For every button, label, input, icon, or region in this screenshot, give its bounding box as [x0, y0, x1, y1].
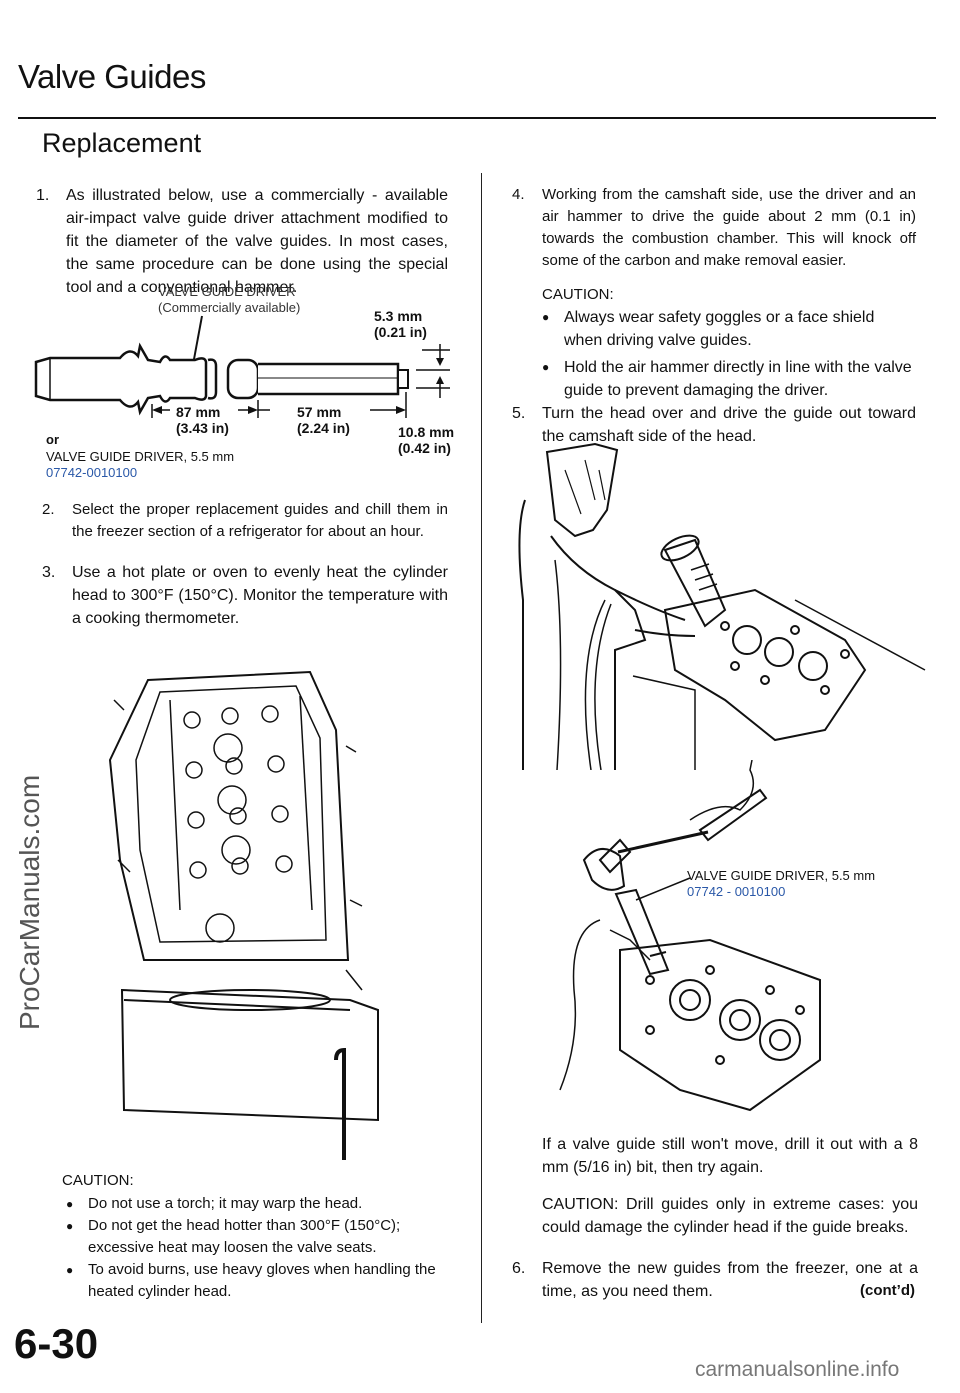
dim-57mm-value: 57 mm [297, 404, 342, 420]
driver-label-line2: (Commercially available) [158, 300, 301, 315]
dim-57mm-inch: (2.24 in) [297, 420, 350, 436]
step-2: 2. Select the proper replacement guides … [42, 499, 448, 543]
step-5-number: 5. [512, 405, 526, 422]
watermark-procarmanuals: ProCarManuals.com [14, 774, 45, 1030]
step-4-text: Working from the camshaft side, use the … [542, 186, 916, 269]
step-3-text: Use a hot plate or oven to evenly heat t… [72, 564, 448, 627]
dim-10-8mm-inch: (0.42 in) [398, 440, 451, 456]
right-caution-item: Hold the air hammer directly in line wit… [538, 356, 916, 402]
dim-10-8mm-value: 10.8 mm [398, 424, 455, 440]
driver-label: VALVE GUIDE DRIVER (Commercially availab… [158, 284, 300, 316]
title-rule [18, 117, 936, 119]
left-caution-list: Do not use a torch; it may warp the head… [62, 1193, 448, 1303]
dim-87mm: 87 mm (3.43 in) [176, 404, 229, 436]
step-4-number: 4. [512, 186, 525, 203]
right-caution-list: Always wear safety goggles or a face shi… [538, 306, 916, 402]
hammer-and-driver-illustration [559, 760, 821, 1112]
continued-label: (cont’d) [860, 1282, 915, 1299]
step-3-number: 3. [42, 564, 56, 581]
left-caution-title: CAUTION: [62, 1172, 134, 1189]
step-4: 4. Working from the camshaft side, use t… [512, 184, 916, 272]
step-5: 5. Turn the head over and drive the guid… [512, 402, 916, 448]
dim-87mm-value: 87 mm [176, 404, 221, 420]
drill-caution: CAUTION: Drill guides only in extreme ca… [542, 1196, 918, 1236]
step-1-text: As illustrated below, use a commercially… [66, 187, 448, 296]
step-6-number: 6. [512, 1260, 526, 1277]
dim-10-8mm: 10.8 mm (0.42 in) [398, 424, 454, 456]
step-3: 3. Use a hot plate or oven to evenly hea… [42, 561, 448, 630]
step-1: 1. As illustrated below, use a commercia… [36, 184, 448, 299]
driver-diagram [34, 315, 450, 418]
dim-5-3mm-value: 5.3 mm [374, 308, 423, 324]
watermark-carmanualsonline: carmanualsonline.info [695, 1358, 900, 1381]
left-caution-item: Do not use a torch; it may warp the head… [62, 1193, 448, 1215]
left-caution-item: To avoid burns, use heavy gloves when ha… [62, 1259, 448, 1303]
or-label: or [46, 432, 59, 447]
step-1-number: 1. [36, 187, 50, 204]
tool-number-left: 07742-0010100 [46, 465, 138, 480]
tool-name-right: VALVE GUIDE DRIVER, 5.5 mm [687, 868, 876, 883]
column-divider [481, 173, 482, 1323]
step-2-number: 2. [42, 501, 55, 518]
drill-instruction: If a valve guide still won't move, drill… [542, 1136, 918, 1176]
left-caution-item: Do not get the head hotter than 300°F (1… [62, 1215, 448, 1259]
dim-57mm: 57 mm (2.24 in) [297, 404, 350, 436]
dim-5-3mm: 5.3 mm (0.21 in) [374, 308, 427, 340]
driver-label-line1: VALVE GUIDE DRIVER [158, 284, 296, 299]
dim-87mm-inch: (3.43 in) [176, 420, 229, 436]
right-caution-item: Always wear safety goggles or a face shi… [538, 306, 916, 352]
tool-number-right: 07742 - 0010100 [687, 884, 786, 899]
right-caution-title: CAUTION: [542, 286, 614, 303]
air-hammer-operator-illustration [518, 442, 926, 770]
step-6-text: Remove the new guides from the freezer, … [542, 1260, 918, 1300]
dim-5-3mm-inch: (0.21 in) [374, 324, 427, 340]
tool-name-left: VALVE GUIDE DRIVER, 5.5 mm [46, 449, 235, 464]
step-5-text: Turn the head over and drive the guide o… [542, 405, 916, 445]
page-title: Valve Guides [18, 58, 206, 95]
section-subtitle: Replacement [42, 128, 202, 158]
cylinder-head-on-hotplate-illustration [108, 670, 379, 1160]
step-2-text: Select the proper replacement guides and… [72, 501, 448, 540]
step-6: 6. Remove the new guides from the freeze… [512, 1257, 918, 1303]
page-number: 6-30 [14, 1320, 99, 1367]
